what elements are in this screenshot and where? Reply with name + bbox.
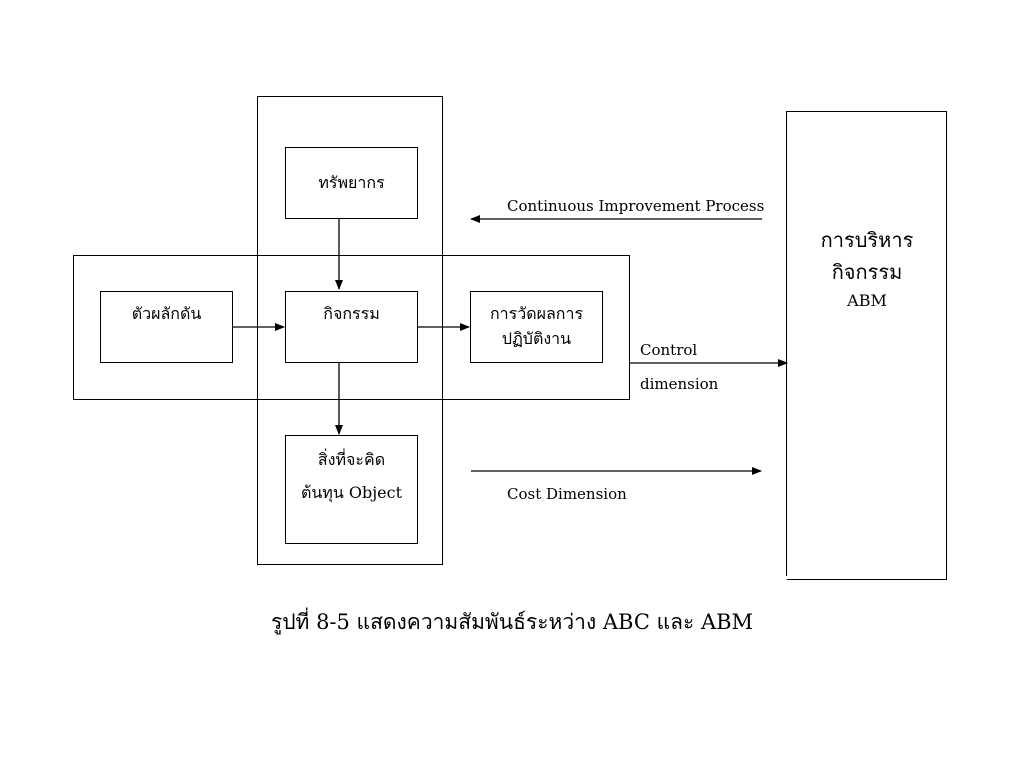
cost-dimension-label: Cost Dimension <box>507 485 627 503</box>
abm-panel-text: การบริหาร กิจกรรม ABM <box>787 224 947 314</box>
vertical-frame <box>257 96 443 565</box>
cost-driver-box: ตัวผลักดัน <box>100 291 233 363</box>
abm-acronym: ABM <box>847 291 887 310</box>
resources-label: ทรัพยากร <box>318 172 385 192</box>
abm-title-line1: การบริหาร <box>820 228 914 252</box>
control-dimension-label-line1: Control <box>640 341 698 359</box>
performance-box: การวัดผลการ ปฏิบัติงาน <box>470 291 603 363</box>
resources-box: ทรัพยากร <box>285 147 418 219</box>
abm-title-line2: กิจกรรม <box>831 260 903 284</box>
cost-driver-label: ตัวผลักดัน <box>131 304 202 323</box>
activities-label: กิจกรรม <box>323 304 380 323</box>
abm-panel: การบริหาร กิจกรรม ABM <box>786 111 947 580</box>
figure-caption: รูปที่ 8-5 แสดงความสัมพันธ์ระหว่าง ABC แ… <box>270 610 754 634</box>
control-dimension-label-line2: dimension <box>640 375 719 393</box>
horizontal-frame <box>73 255 630 400</box>
cost-object-box: สิ่งที่จะคิด ต้นทุน Object <box>285 435 418 544</box>
abm-panel-left-edge <box>786 111 787 576</box>
activities-box: กิจกรรม <box>285 291 418 363</box>
performance-label-line2: ปฏิบัติงาน <box>501 329 572 348</box>
continuous-improvement-label: Continuous Improvement Process <box>507 197 765 215</box>
cost-object-label-line2: ต้นทุน Object <box>300 482 403 502</box>
performance-label-line1: การวัดผลการ <box>489 304 584 324</box>
cost-object-label-line1: สิ่งที่จะคิด <box>317 450 386 469</box>
